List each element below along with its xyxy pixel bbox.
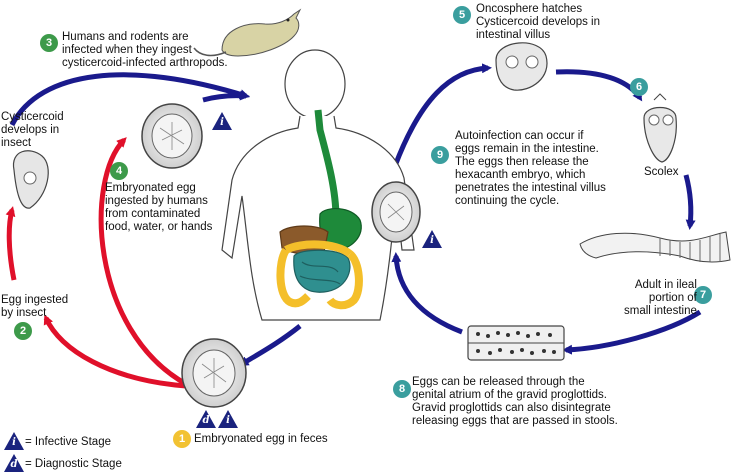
step-5-text: Oncosphere hatches Cysticercoid develops… <box>476 3 601 41</box>
step-badge-1: 1 <box>173 430 191 448</box>
egg-feces-illustration <box>181 338 247 408</box>
proglottids-illustration <box>467 325 565 361</box>
step-2-text: Egg ingested by insect <box>1 294 69 319</box>
legend-infective-icon: i <box>4 432 24 450</box>
step-badge-3: 3 <box>40 34 58 52</box>
arrow-to-proglottids <box>562 309 702 355</box>
step-badge-6: 6 <box>630 78 648 96</box>
step-1-text: Embryonated egg in feces <box>194 433 328 445</box>
human-figure <box>221 49 415 321</box>
legend-diagnostic-letter: d <box>10 459 18 470</box>
diagnostic-letter: d <box>202 415 210 426</box>
step-badge-9: 9 <box>431 146 449 164</box>
infective-stage-marker: i <box>212 112 232 130</box>
step-6-text: Scolex <box>644 166 679 178</box>
step-8-text: Eggs can be released through the genital… <box>412 376 618 427</box>
oncosphere-illustration <box>495 42 548 91</box>
infective-letter: i <box>430 235 434 246</box>
arrow-insect-to-human <box>9 72 250 127</box>
arrow-feces-to-egg4 <box>98 137 188 387</box>
arrow-egg-to-human <box>202 90 250 103</box>
legend-diagnostic-icon: d <box>4 454 24 472</box>
arrow-feces-to-insect <box>43 314 187 389</box>
step-9-text: Autoinfection can occur if eggs remain i… <box>455 130 606 207</box>
diagnostic-stage-marker-egg1: d <box>196 410 216 428</box>
arrow-to-adult <box>683 174 696 230</box>
infective-stage-marker-egg1: i <box>218 410 238 428</box>
step-badge-7: 7 <box>694 286 712 304</box>
legend-infective-label: = Infective Stage <box>25 436 111 448</box>
cysticercoid-label: Cysticercoid develops in insect <box>1 111 64 149</box>
step-badge-5: 5 <box>453 6 471 24</box>
adult-worm-illustration <box>579 231 731 263</box>
arrow-to-scolex <box>555 69 643 102</box>
scolex-illustration <box>643 93 677 163</box>
step-7-text: Adult in ileal portion of small intestin… <box>624 279 697 317</box>
infective-letter: i <box>226 415 230 426</box>
arrow-to-autoinfection <box>391 252 463 335</box>
arrow-to-oncosphere <box>392 63 492 167</box>
step-badge-4: 4 <box>110 162 128 180</box>
cysticercoid-illustration <box>12 150 49 209</box>
infective-stage-marker-egg9: i <box>422 230 442 248</box>
arrow-human-to-feces <box>238 324 302 367</box>
step-badge-2: 2 <box>14 322 32 340</box>
arrow-up-to-insect <box>5 206 17 281</box>
egg-autoinfection-illustration <box>371 181 421 243</box>
rodent-illustration <box>193 8 302 57</box>
infective-letter: i <box>220 117 224 128</box>
step-badge-8: 8 <box>393 380 411 398</box>
legend-infective-letter: i <box>12 437 16 448</box>
step-3-text: Humans and rodents are infected when the… <box>62 31 228 69</box>
legend-diagnostic-label: = Diagnostic Stage <box>25 458 122 470</box>
egg-ingested-illustration <box>141 103 203 169</box>
step-4-text: Embryonated egg ingested by humans from … <box>105 182 213 233</box>
